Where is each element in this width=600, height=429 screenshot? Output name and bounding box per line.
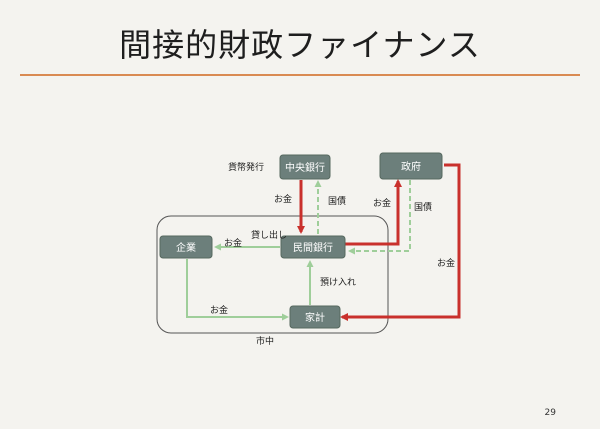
- page-number: 29: [544, 408, 556, 418]
- title-divider: [20, 74, 580, 76]
- node-central-bank: 中央銀行: [279, 154, 331, 180]
- svg-text:民間銀行: 民間銀行: [293, 241, 333, 254]
- node-enterprise: 企業: [159, 235, 213, 259]
- arrow-money-enterprise-to-household: [186, 259, 289, 321]
- arrow-money-gov-to-household: [340, 163, 461, 321]
- label-money-gov-to-household: お金: [437, 257, 455, 269]
- slide-title: 間接的財政ファイナンス: [119, 26, 481, 64]
- label-bonds-gov-to-bank: 国債: [414, 201, 432, 213]
- svg-text:企業: 企業: [176, 241, 196, 254]
- label-bonds-bank-to-cb: 国債: [328, 195, 346, 207]
- arrow-money-bank-to-gov: [345, 179, 402, 246]
- label-money-bank-to-gov: お金: [373, 197, 391, 209]
- label-money-cb-to-bank: お金: [274, 193, 292, 205]
- label-lending: 貸し出し: [251, 229, 287, 241]
- node-private-bank: 民間銀行: [280, 235, 346, 259]
- label-money-bank-to-enterprise: お金: [224, 237, 242, 249]
- node-household: 家計: [289, 305, 341, 329]
- market-boundary: [156, 215, 389, 334]
- label-currency-issue: 貨幣発行: [228, 161, 264, 173]
- node-government: 政府: [379, 152, 443, 180]
- market-label: 市中: [256, 335, 274, 347]
- label-deposit: 預け入れ: [320, 277, 356, 288]
- svg-text:政府: 政府: [401, 160, 421, 173]
- svg-text:家計: 家計: [305, 311, 325, 324]
- svg-text:中央銀行: 中央銀行: [285, 161, 325, 174]
- label-money-enterprise-to-household: お金: [210, 304, 228, 316]
